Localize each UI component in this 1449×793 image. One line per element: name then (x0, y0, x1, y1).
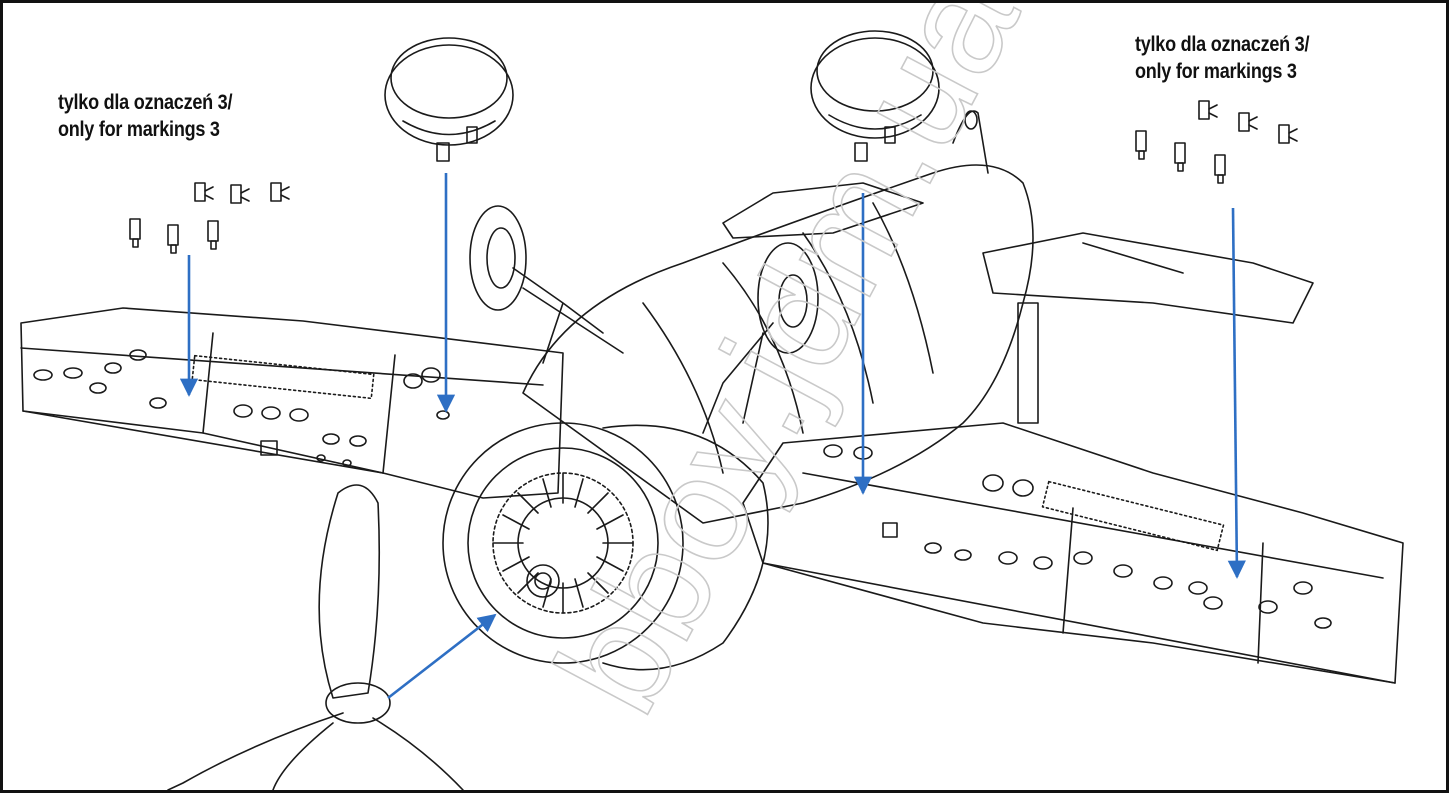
right-wing (742, 422, 1404, 684)
right-wheel (757, 242, 819, 354)
engine-cylinders (492, 472, 634, 614)
arrow-propeller (387, 613, 497, 700)
left-wing-holes (33, 349, 450, 467)
note-left: tylko dla oznaczeń 3/ only for markings … (58, 89, 232, 143)
note-right-line2: only for markings 3 (1135, 60, 1297, 83)
arrow-right-parts (1227, 207, 1246, 579)
note-left-line2: only for markings 3 (58, 118, 220, 141)
tail-fin (952, 110, 989, 174)
tail-right (982, 232, 1314, 324)
left-light-part (384, 37, 514, 162)
assembly-diagram (20, 30, 1404, 790)
tail-left (722, 182, 924, 239)
left-small-parts (129, 182, 290, 254)
left-wheel (469, 205, 527, 311)
right-light-part (810, 30, 940, 162)
left-wing (20, 307, 564, 499)
right-small-parts (1135, 100, 1298, 184)
fuselage (522, 164, 1034, 524)
note-right-line1: tylko dla oznaczeń 3/ (1135, 33, 1310, 56)
right-wing-holes (823, 444, 1332, 629)
note-right: tylko dla oznaczeń 3/ only for markings … (1135, 31, 1309, 85)
propeller (167, 484, 464, 790)
note-left-line1: tylko dla oznaczeń 3/ (58, 91, 233, 114)
engine-cowling (442, 422, 684, 664)
